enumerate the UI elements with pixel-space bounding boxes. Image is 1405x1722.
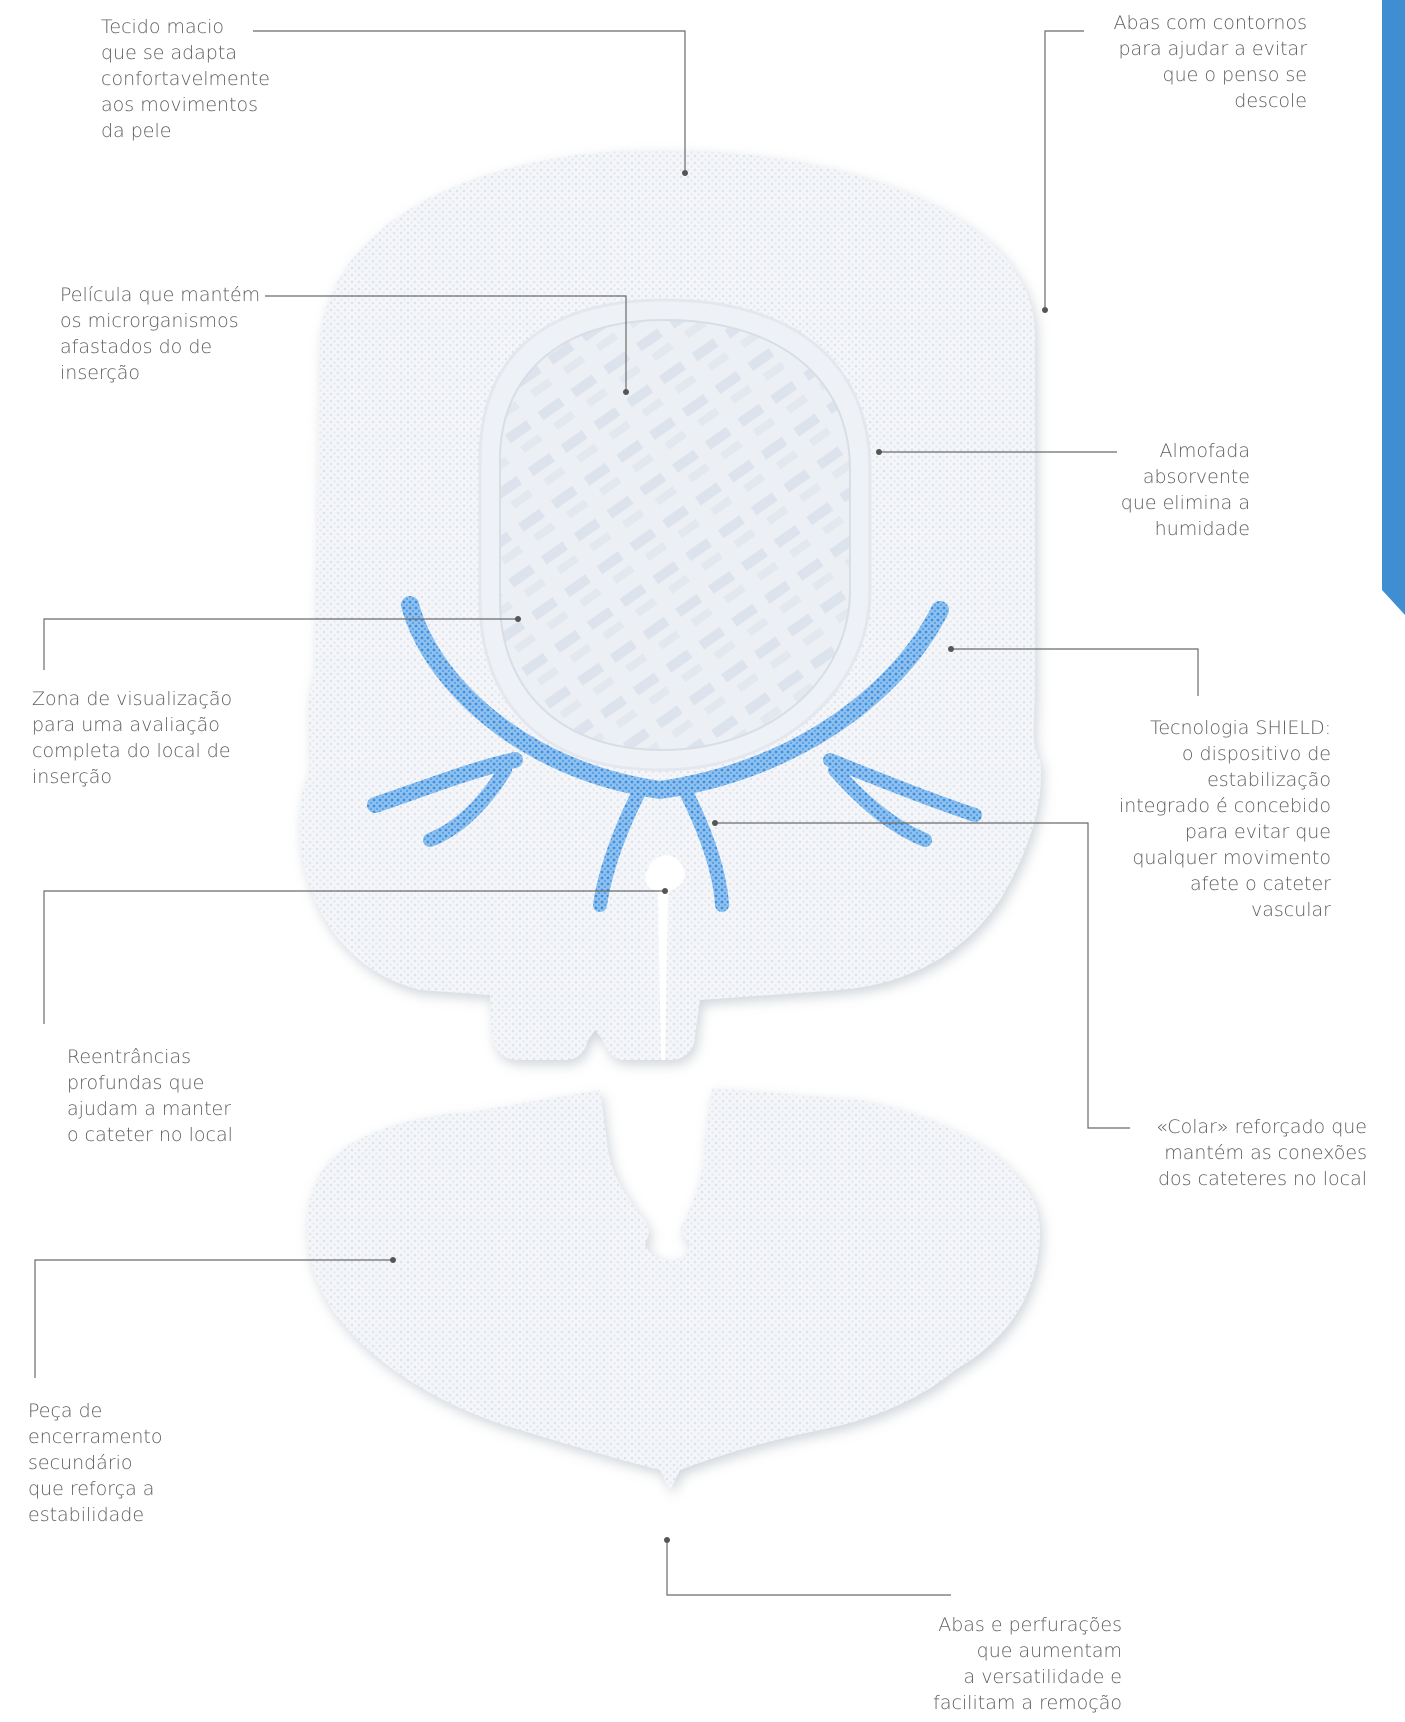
label-line: vascular [1119,897,1331,923]
label-line: completa do local de [32,738,232,764]
label-shield-technology: Tecnologia SHIELD: o dispositivo de esta… [1119,715,1331,923]
label-line: o cateter no local [67,1122,233,1148]
label-line: Peça de [28,1398,162,1424]
label-line: que aumentam [933,1638,1122,1664]
label-line: facilitam a remoção [933,1690,1122,1716]
label-line: Almofada [1121,438,1250,464]
label-line: que reforça a [28,1476,162,1502]
label-line: inserção [32,764,232,790]
label-deep-notches: Reentrâncias profundas que ajudam a mant… [67,1044,233,1148]
label-viewing-zone: Zona de visualização para uma avaliação … [32,686,232,790]
label-line: o dispositivo de [1119,741,1331,767]
label-line: Zona de visualização [32,686,232,712]
label-line: aos movimentos [101,92,270,118]
label-line: a versatilidade e [933,1664,1122,1690]
label-reinforced-collar: «Colar» reforçado que mantém as conexões… [1156,1114,1367,1192]
label-line: Película que mantém [60,282,260,308]
label-soft-fabric: Tecido macio que se adapta confortavelme… [101,14,270,144]
label-line: Abas com contornos [1114,10,1308,36]
label-line: secundário [28,1450,162,1476]
label-line: confortavelmente [101,66,270,92]
label-line: que o penso se [1114,62,1308,88]
label-line: para ajudar a evitar [1114,36,1308,62]
label-line: qualquer movimento [1119,845,1331,871]
label-line: descole [1114,88,1308,114]
label-line: absorvente [1121,464,1250,490]
label-line: encerramento [28,1424,162,1450]
label-line: «Colar» reforçado que [1156,1114,1367,1140]
label-line: Abas e perfurações [933,1612,1122,1638]
label-line: Reentrâncias [67,1044,233,1070]
label-line: estabilidade [28,1502,162,1528]
label-line: ajudam a manter [67,1096,233,1122]
label-tabs-perforations: Abas e perfurações que aumentam a versat… [933,1612,1122,1716]
label-line: afastados do de [60,334,260,360]
label-line: para uma avaliação [32,712,232,738]
label-contoured-flaps: Abas com contornos para ajudar a evitar … [1114,10,1308,114]
side-tab [1378,0,1405,620]
label-line: humidade [1121,516,1250,542]
label-secondary-closure: Peça de encerramento secundário que refo… [28,1398,162,1528]
label-line: mantém as conexões [1156,1140,1367,1166]
label-line: profundas que [67,1070,233,1096]
label-line: inserção [60,360,260,386]
label-line: da pele [101,118,270,144]
label-line: estabilização [1119,767,1331,793]
label-line: os microrganismos [60,308,260,334]
label-line: que se adapta [101,40,270,66]
label-line: Tecido macio [101,14,270,40]
label-line: Tecnologia SHIELD: [1119,715,1331,741]
label-absorbent-pad: Almofada absorvente que elimina a humida… [1121,438,1250,542]
label-line: integrado é concebido [1119,793,1331,819]
label-line: para evitar que [1119,819,1331,845]
label-line: afete o cateter [1119,871,1331,897]
label-film: Película que mantém os microrganismos af… [60,282,260,386]
label-line: que elimina a [1121,490,1250,516]
label-line: dos cateteres no local [1156,1166,1367,1192]
